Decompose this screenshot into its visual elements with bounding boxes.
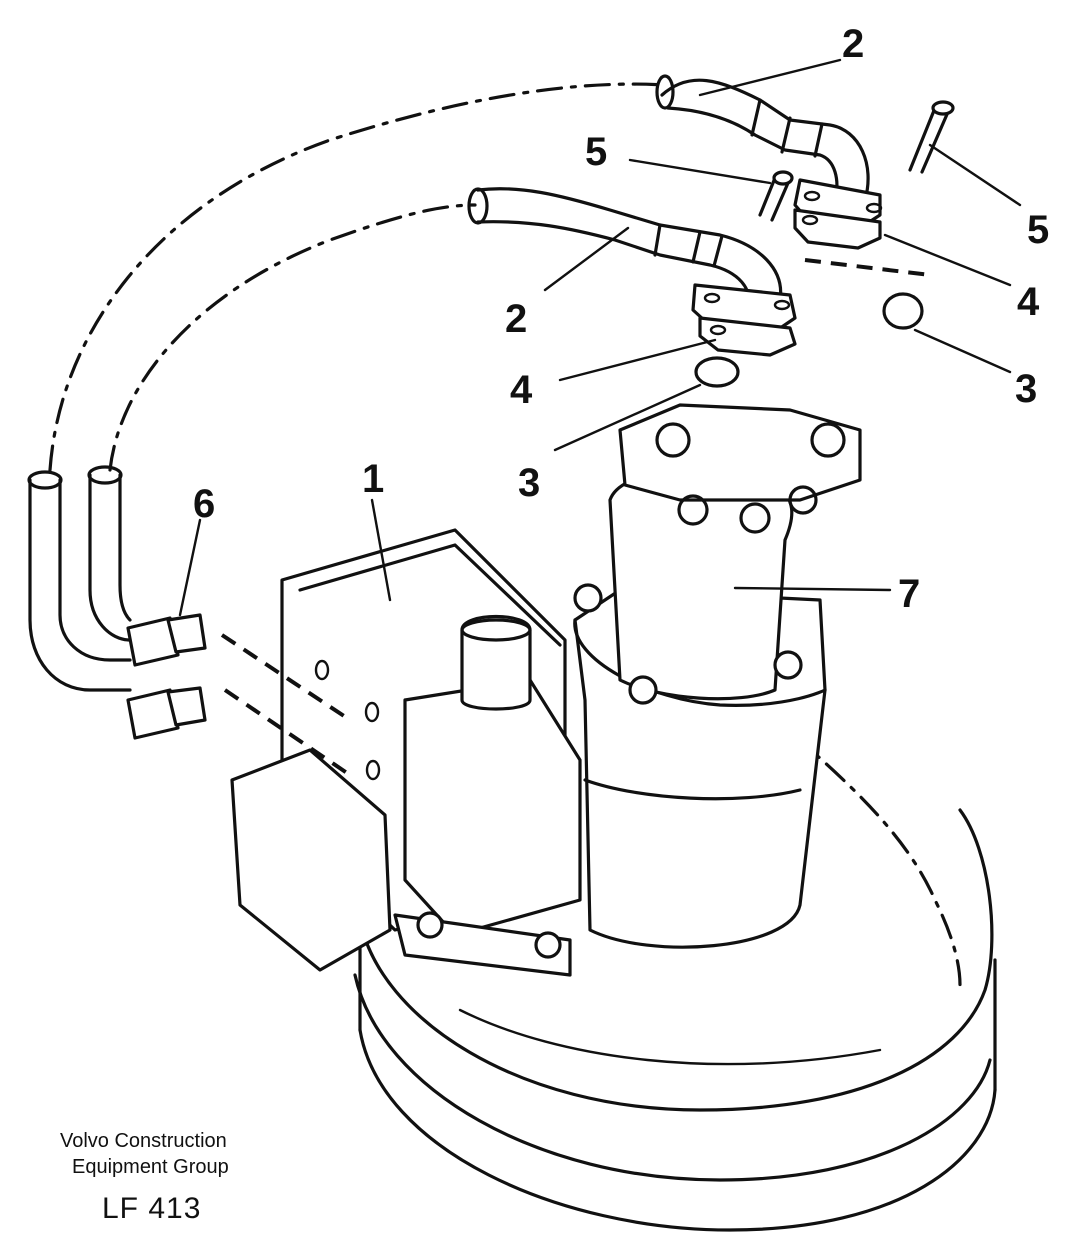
callout-4-right: 4 xyxy=(1017,280,1040,324)
valve-fittings xyxy=(27,465,352,777)
callout-5-right: 5 xyxy=(1027,208,1049,252)
drawing-code: LF 413 xyxy=(102,1192,202,1225)
callout-3-right: 3 xyxy=(1015,367,1037,411)
callout-2-lower: 2 xyxy=(505,297,527,341)
valve-block xyxy=(230,528,582,977)
callout-6: 6 xyxy=(193,482,215,526)
callout-2-upper: 2 xyxy=(842,22,864,66)
upper-hose xyxy=(655,74,883,250)
flange-alignment-line xyxy=(804,258,931,277)
flange-bolts xyxy=(758,100,955,222)
callout-1: 1 xyxy=(362,457,384,501)
company-name-line-1: Volvo Construction xyxy=(60,1130,227,1152)
lower-hose xyxy=(467,187,797,357)
callout-7: 7 xyxy=(898,572,920,616)
callout-3-left: 3 xyxy=(518,461,540,505)
o-rings xyxy=(694,292,924,388)
callout-5-left: 5 xyxy=(585,130,607,174)
leader-lines xyxy=(178,58,1022,617)
slew-ring-base xyxy=(353,808,997,1232)
hydraulic-motor xyxy=(573,403,862,949)
company-name-line-2: Equipment Group xyxy=(72,1156,229,1178)
callout-4-left: 4 xyxy=(510,368,533,412)
